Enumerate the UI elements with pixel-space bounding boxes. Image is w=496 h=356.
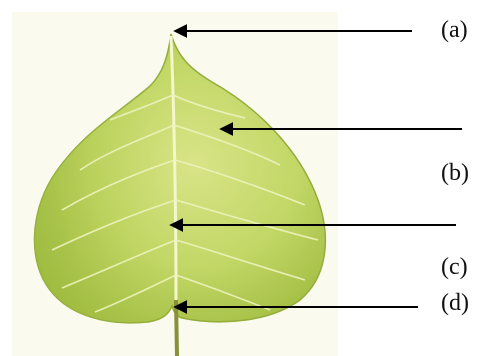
label-b: (b) — [441, 161, 469, 185]
label-a: (a) — [441, 18, 468, 42]
label-c: (c) — [441, 255, 468, 279]
petiole — [176, 300, 177, 356]
label-d: (d) — [441, 291, 469, 315]
